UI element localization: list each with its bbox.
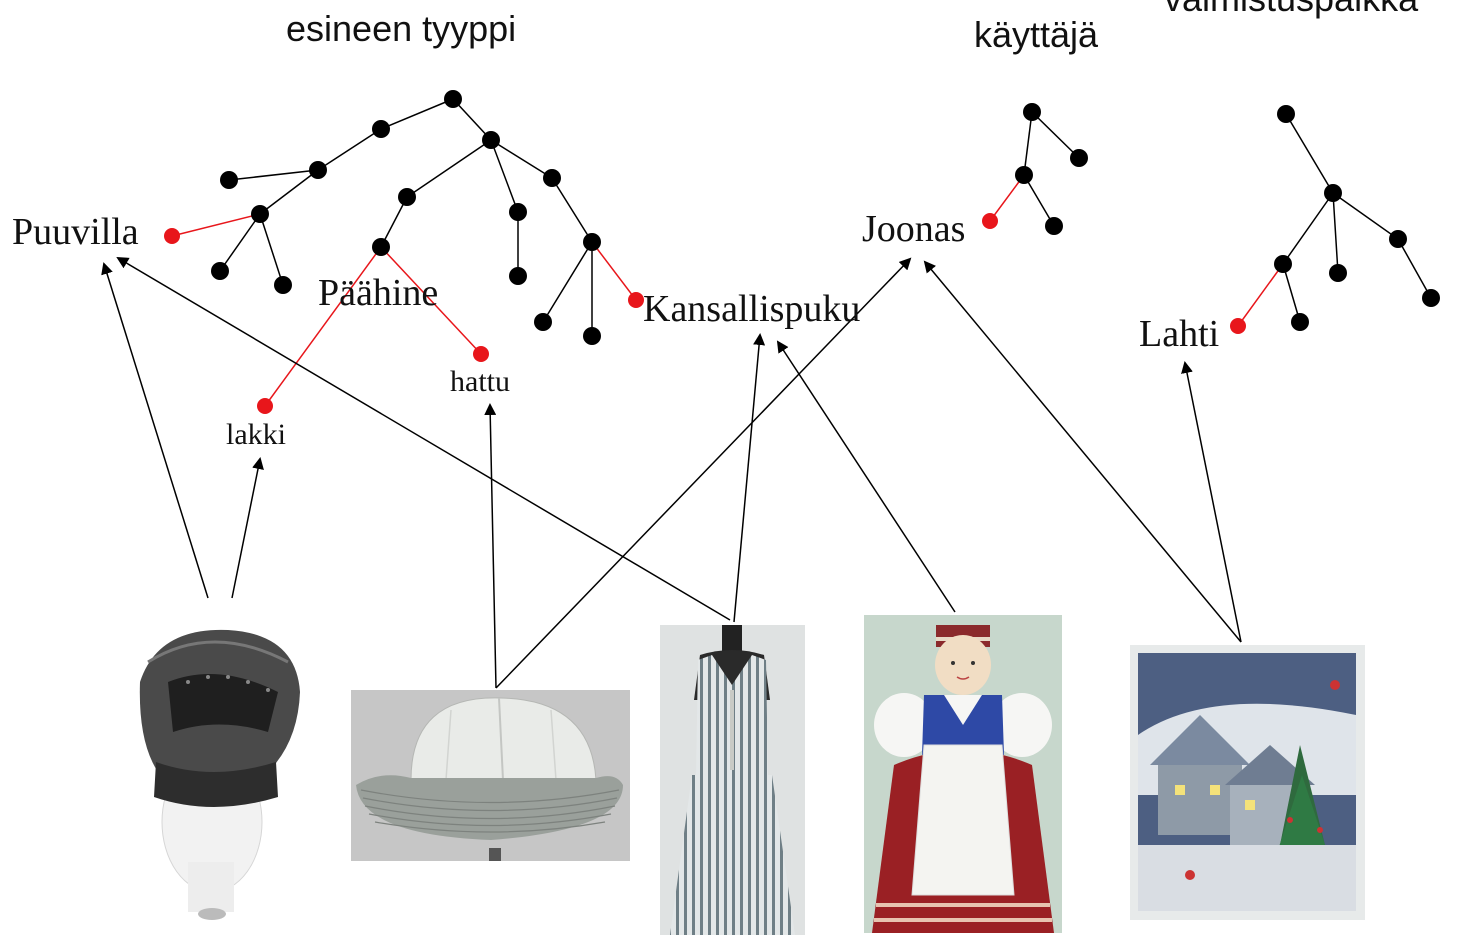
tree-node	[1291, 313, 1309, 331]
tree-edge	[406, 139, 492, 198]
tree-edge	[1285, 113, 1334, 194]
tree-edge	[490, 139, 519, 213]
annotation-arrow	[733, 333, 766, 623]
tree-node	[534, 313, 552, 331]
tree-node	[1070, 149, 1088, 167]
label-kansallispuku: Kansallispuku	[643, 288, 861, 330]
white-sailor-hat-photo	[351, 690, 630, 861]
tree-edge	[259, 213, 284, 286]
highlighted-tree-edge	[264, 246, 382, 407]
tree-node	[1324, 184, 1342, 202]
label-lahti: Lahti	[1139, 313, 1220, 355]
tree-node	[1277, 105, 1295, 123]
annotation-arrows	[101, 256, 1242, 689]
tree-node	[251, 205, 269, 223]
tree-edge	[1332, 192, 1339, 274]
tree-edge	[228, 169, 319, 181]
tree-node	[220, 171, 238, 189]
tree-edge	[259, 169, 319, 215]
tree-edges	[219, 98, 1432, 336]
annotation-arrow	[1181, 361, 1242, 643]
tree-edge	[219, 213, 261, 272]
tree-node	[372, 120, 390, 138]
highlighted-node	[164, 228, 180, 244]
tree-edge	[542, 241, 593, 323]
heading-item-type: esineen tyyppi	[286, 8, 517, 49]
tree-node	[482, 131, 500, 149]
cap-on-mannequin-head-photo	[128, 622, 306, 922]
tree-node	[1389, 230, 1407, 248]
highlighted-node	[982, 213, 998, 229]
label-lakki: lakki	[226, 418, 286, 451]
highlighted-node	[473, 346, 489, 362]
tree-node	[274, 276, 292, 294]
tree-node	[372, 238, 390, 256]
tree-node	[211, 262, 229, 280]
tree-edge	[317, 128, 382, 171]
tree-node	[444, 90, 462, 108]
label-puuvilla: Puuvilla	[12, 211, 139, 253]
tree-edge	[380, 98, 454, 130]
highlighted-tree-edge	[171, 213, 261, 237]
striped-folk-dress-photo	[660, 625, 805, 935]
highlighted-node	[628, 292, 644, 308]
tree-node	[1015, 166, 1033, 184]
tree-node	[543, 169, 561, 187]
tree-nodes	[164, 90, 1440, 414]
highlighted-tree-edge	[380, 246, 482, 355]
label-hattu: hattu	[450, 365, 510, 398]
tree-node	[1329, 264, 1347, 282]
tree-node	[583, 327, 601, 345]
tree-edge	[490, 139, 553, 179]
highlighted-tree-edge	[591, 241, 637, 301]
tree-node	[309, 161, 327, 179]
tree-node	[398, 188, 416, 206]
tree-edge	[380, 196, 408, 248]
highlighted-tree-edge	[1237, 263, 1284, 327]
annotation-arrow	[101, 262, 209, 599]
annotation-arrow	[776, 340, 956, 613]
tree-edge	[1282, 192, 1334, 265]
annotation-arrow	[495, 257, 912, 689]
label-paahine: Päähine	[318, 272, 439, 314]
highlighted-node	[1230, 318, 1246, 334]
highlighted-node	[257, 398, 273, 414]
tree-node	[583, 233, 601, 251]
tree-node	[1422, 289, 1440, 307]
tree-node	[1045, 217, 1063, 235]
tree-edge	[1282, 263, 1301, 323]
tree-edge	[1031, 111, 1080, 159]
tree-node	[1274, 255, 1292, 273]
highlighted-tree-edges	[171, 174, 1284, 407]
heading-user: käyttäjä	[974, 14, 1099, 55]
winter-village-painting-photo	[1130, 645, 1365, 920]
tree-edge	[551, 177, 593, 243]
folk-costume-doll-photo	[864, 615, 1062, 933]
tree-node	[509, 267, 527, 285]
tree-edge	[1332, 192, 1399, 240]
label-joonas: Joonas	[862, 208, 966, 250]
annotation-arrow	[116, 256, 731, 621]
annotation-arrow	[231, 457, 264, 599]
tree-node	[509, 203, 527, 221]
tree-edge	[452, 98, 492, 141]
tree-edge	[1023, 174, 1055, 227]
tree-node	[1023, 103, 1041, 121]
annotation-arrow	[923, 260, 1242, 643]
highlighted-tree-edge	[989, 174, 1025, 222]
tree-edge	[1023, 111, 1033, 176]
annotation-arrow	[484, 403, 497, 689]
tree-edge	[1397, 238, 1432, 299]
heading-place: valmistuspaikka	[1164, 0, 1418, 20]
